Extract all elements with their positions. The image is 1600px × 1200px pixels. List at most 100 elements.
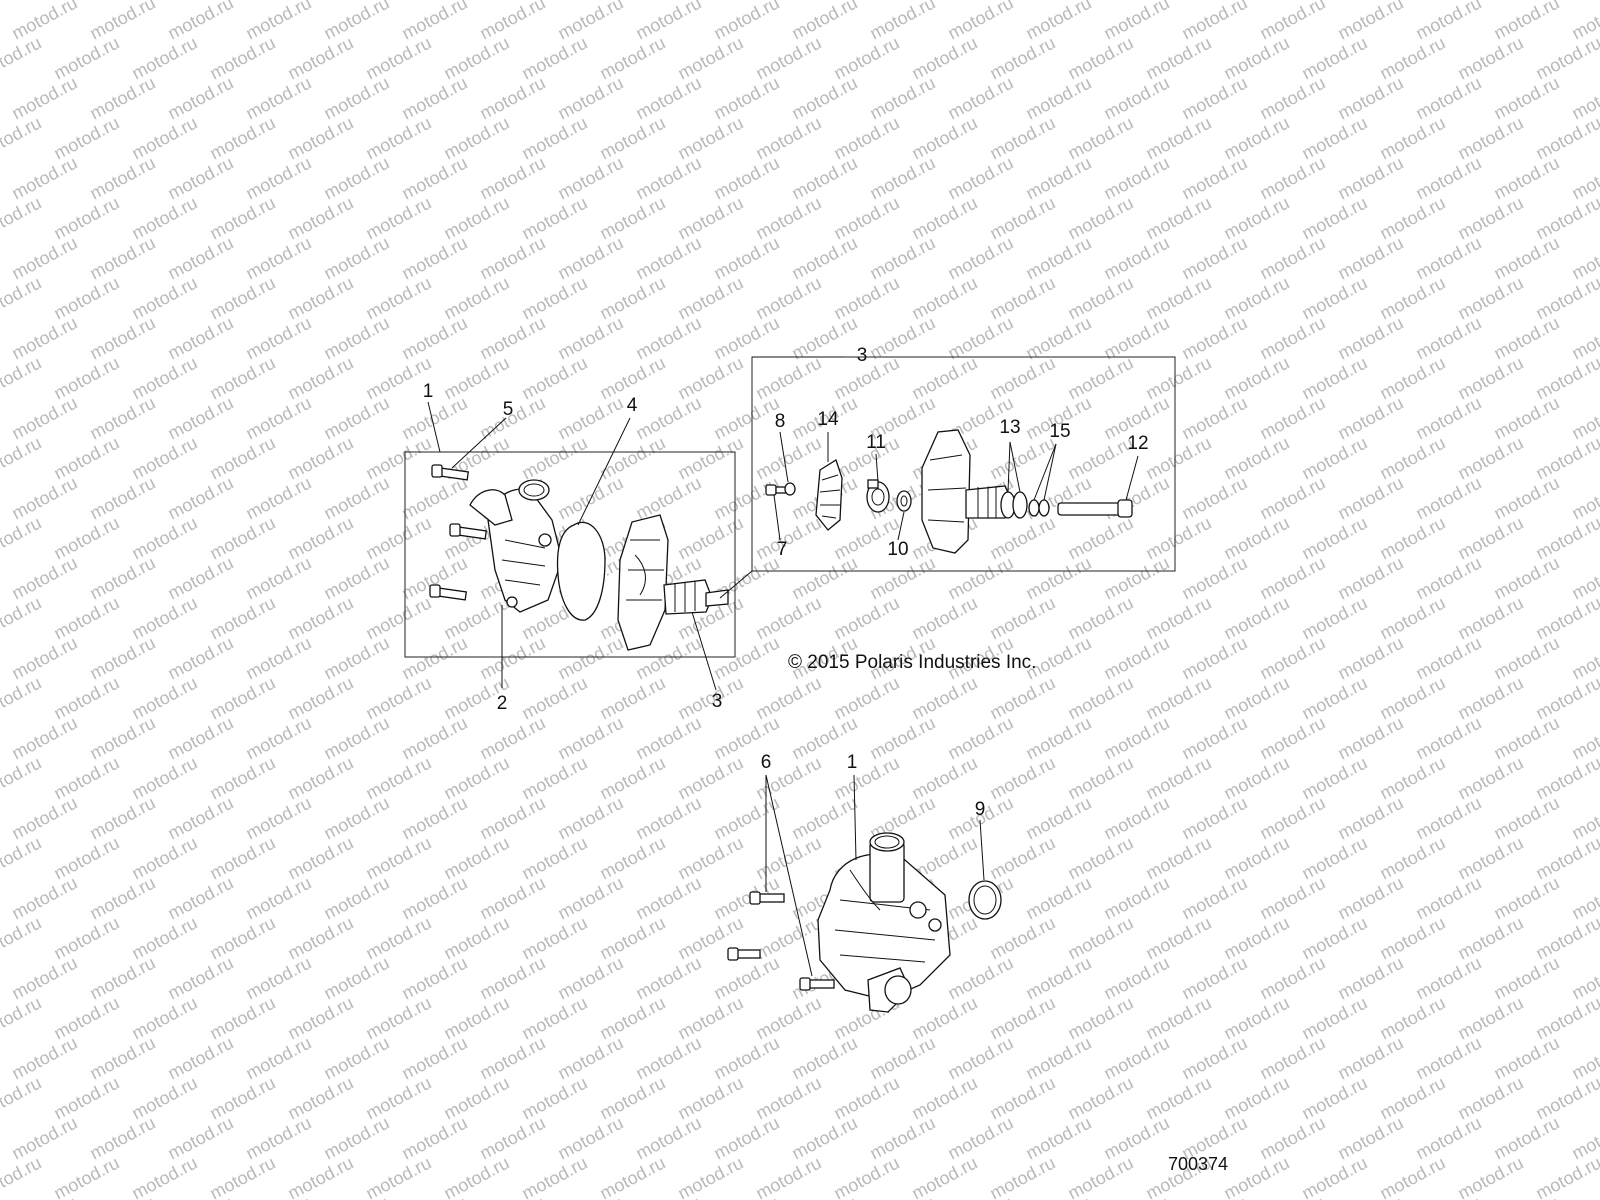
watermark-text: motod.ru (632, 1193, 704, 1200)
watermark-text: motod.ru (8, 633, 80, 684)
watermark-text: motod.ru (0, 473, 3, 524)
watermark-text: motod.ru (164, 1193, 236, 1200)
o-rings-part-13 (1000, 491, 1028, 519)
watermark-text: motod.ru (1220, 1153, 1292, 1200)
watermark-text: motod.ru (50, 993, 122, 1044)
watermark-text: motod.ru (440, 353, 512, 404)
watermark-text: motod.ru (1298, 1073, 1370, 1124)
watermark-text: motod.ru (554, 0, 626, 44)
watermark-text: motod.ru (440, 33, 512, 84)
watermark-text: motod.ru (1298, 193, 1370, 244)
watermark-text: motod.ru (0, 593, 45, 644)
watermark-text: motod.ru (788, 153, 860, 204)
watermark-text: motod.ru (1298, 353, 1370, 404)
watermark-text: motod.ru (908, 993, 980, 1044)
watermark-text: motod.ru (0, 1073, 45, 1124)
watermark-text: motod.ru (1454, 593, 1526, 644)
watermark-text: motod.ru (986, 113, 1058, 164)
watermark-text: motod.ru (0, 0, 3, 44)
watermark-text: motod.ru (476, 953, 548, 1004)
watermark-text: motod.ru (944, 0, 1016, 44)
watermark-text: motod.ru (1064, 913, 1136, 964)
watermark-text: motod.ru (242, 553, 314, 604)
watermark-text: motod.ru (1490, 713, 1562, 764)
watermark-text: motod.ru (1376, 753, 1448, 804)
watermark-text: motod.ru (284, 353, 356, 404)
watermark-text: motod.ru (50, 753, 122, 804)
watermark-text: motod.ru (1178, 713, 1250, 764)
watermark-text: motod.ru (632, 313, 704, 364)
watermark-text: motod.ru (1256, 0, 1328, 44)
watermark-text: motod.ru (1256, 553, 1328, 604)
watermark-text: motod.ru (674, 33, 746, 84)
watermark-text: motod.ru (1022, 713, 1094, 764)
watermark-text: motod.ru (1454, 1153, 1526, 1200)
watermark-text: motod.ru (1532, 993, 1600, 1044)
watermark-text: motod.ru (788, 553, 860, 604)
watermark-text: motod.ru (1376, 273, 1448, 324)
watermark-text: motod.ru (1100, 633, 1172, 684)
watermark-text: motod.ru (1490, 953, 1562, 1004)
watermark-text: motod.ru (86, 553, 158, 604)
watermark-text: motod.ru (0, 353, 45, 404)
watermark-text: motod.ru (752, 1153, 824, 1200)
watermark-text: motod.ru (632, 153, 704, 204)
watermark-text: motod.ru (284, 433, 356, 484)
watermark-text: motod.ru (1064, 833, 1136, 884)
watermark-text: motod.ru (866, 1113, 938, 1164)
watermark-text: motod.ru (830, 33, 902, 84)
watermark-text: motod.ru (986, 913, 1058, 964)
watermark-text: motod.ru (1178, 793, 1250, 844)
watermark-text: motod.ru (1256, 1193, 1328, 1200)
watermark-text: motod.ru (1490, 233, 1562, 284)
watermark-text: motod.ru (284, 193, 356, 244)
watermark-text: motod.ru (86, 953, 158, 1004)
watermark-text: motod.ru (1376, 673, 1448, 724)
watermark-text: motod.ru (1490, 0, 1562, 44)
watermark-text: motod.ru (50, 1073, 122, 1124)
watermark-text: motod.ru (362, 993, 434, 1044)
watermark-text: motod.ru (0, 33, 45, 84)
watermark-text: motod.ru (1334, 473, 1406, 524)
watermark-text: motod.ru (1142, 33, 1214, 84)
watermark-text: motod.ru (1256, 73, 1328, 124)
watermark-text: motod.ru (398, 1033, 470, 1084)
watermark-text: motod.ru (1220, 753, 1292, 804)
watermark-text: motod.ru (0, 1153, 45, 1200)
watermark-text: motod.ru (1256, 1113, 1328, 1164)
watermark-text: motod.ru (518, 833, 590, 884)
watermark-text: motod.ru (8, 873, 80, 924)
watermark-text: motod.ru (0, 633, 3, 684)
watermark-text: motod.ru (320, 233, 392, 284)
watermark-text: motod.ru (1064, 513, 1136, 564)
watermark-text: motod.ru (1100, 873, 1172, 924)
watermark-text: motod.ru (944, 1193, 1016, 1200)
watermark-text: motod.ru (1490, 473, 1562, 524)
watermark-text: motod.ru (1100, 73, 1172, 124)
watermark-text: motod.ru (554, 1033, 626, 1084)
callout-1-top: 1 (423, 381, 434, 402)
shaft-part-12 (1057, 499, 1133, 518)
watermark-text: motod.ru (1256, 633, 1328, 684)
watermark-text: motod.ru (1022, 793, 1094, 844)
bolt-lower-1 (749, 891, 785, 905)
watermark-text: motod.ru (518, 433, 590, 484)
watermark-text: motod.ru (0, 393, 3, 444)
watermark-text: motod.ru (1298, 913, 1370, 964)
watermark-text: motod.ru (1178, 473, 1250, 524)
watermark-text: motod.ru (632, 0, 704, 44)
watermark-text: motod.ru (788, 1113, 860, 1164)
watermark-text: motod.ru (674, 113, 746, 164)
watermark-text: motod.ru (1532, 913, 1600, 964)
watermark-text: motod.ru (50, 273, 122, 324)
watermark-text: motod.ru (986, 273, 1058, 324)
watermark-text: motod.ru (242, 153, 314, 204)
watermark-text: motod.ru (50, 593, 122, 644)
watermark-text: motod.ru (86, 793, 158, 844)
watermark-text: motod.ru (1412, 0, 1484, 44)
watermark-text: motod.ru (0, 433, 45, 484)
watermark-text: motod.ru (596, 273, 668, 324)
watermark-text: motod.ru (8, 393, 80, 444)
watermark-text: motod.ru (50, 113, 122, 164)
watermark-text: motod.ru (128, 993, 200, 1044)
